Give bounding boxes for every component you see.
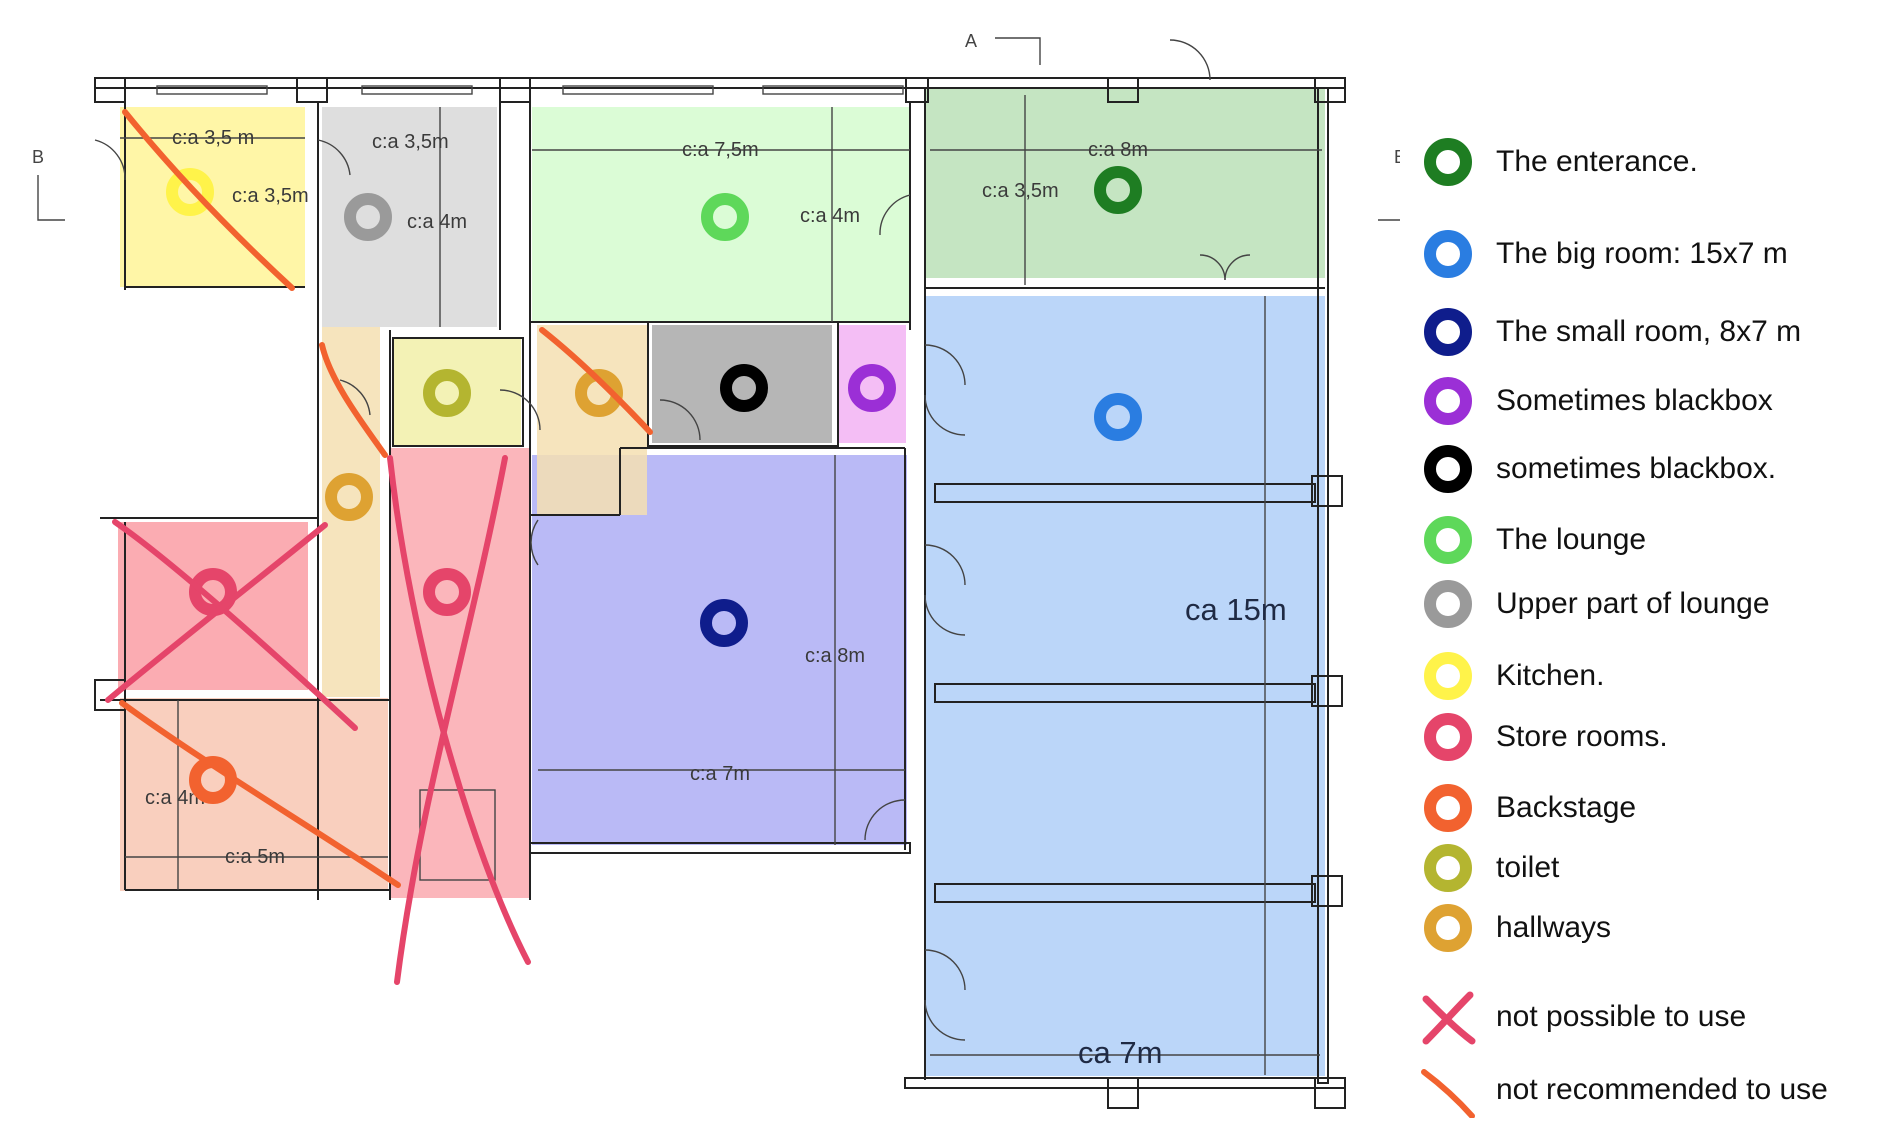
backstage-width-label: c:a 5m	[225, 846, 285, 868]
ring-icon	[1424, 713, 1472, 761]
legend-item: not possible to use	[1420, 989, 1746, 1045]
floor-plan: A B B c:a 3,5 m c:a 3,5m c:a 3,5m c:a 4m…	[32, 31, 1400, 1109]
big-room-width-label: ca 7m	[1078, 1035, 1162, 1070]
legend-item: hallways	[1420, 900, 1611, 956]
legend-item: Upper part of lounge	[1420, 576, 1770, 632]
doors	[94, 39, 1251, 1041]
legend-item: Store rooms.	[1420, 709, 1668, 765]
marker-store-room-corridor-icon	[423, 568, 471, 616]
ring-icon	[1424, 516, 1472, 564]
small-room-area	[532, 455, 907, 845]
legend-item: The lounge	[1420, 512, 1646, 568]
big-room-area	[925, 296, 1325, 1076]
ring-icon	[1424, 230, 1472, 278]
slash-icon	[1421, 1069, 1475, 1118]
walls	[94, 77, 1346, 1109]
cross-icon	[1422, 991, 1476, 1045]
marker-hallway-center-icon	[575, 369, 623, 417]
hallway-center-area	[537, 325, 647, 515]
kitchen-width-label: c:a 3,5 m	[172, 127, 254, 149]
small-room-width-label: c:a 7m	[690, 763, 750, 785]
lounge-height-label: c:a 4m	[800, 205, 860, 227]
entrance-area	[925, 88, 1325, 278]
ring-icon	[1424, 784, 1472, 832]
section-b-right-label: B	[1394, 147, 1400, 167]
upper-lounge-width-label: c:a 3,5m	[372, 131, 449, 153]
legend-item: Kitchen.	[1420, 648, 1604, 704]
dimension-lines	[120, 95, 1322, 1075]
legend-item: Backstage	[1420, 780, 1636, 836]
marker-store-room-left-icon	[189, 568, 237, 616]
marker-blackbox-black-icon	[720, 364, 768, 412]
big-room-height-label: ca 15m	[1185, 592, 1287, 627]
ring-icon	[1424, 844, 1472, 892]
ring-icon	[1424, 652, 1472, 700]
legend-item: The enterance.	[1420, 134, 1698, 190]
marker-hallway-left-icon	[325, 473, 373, 521]
lounge-area	[532, 107, 910, 322]
kitchen-height-label: c:a 3,5m	[232, 185, 309, 207]
ring-icon	[1424, 445, 1472, 493]
section-a-label: A	[965, 31, 977, 51]
small-room-height-label: c:a 8m	[805, 645, 865, 667]
blackbox-black-area	[652, 325, 832, 443]
upper-lounge-height-label: c:a 4m	[407, 211, 467, 233]
ring-icon	[1424, 138, 1472, 186]
legend-item: The big room: 15x7 m	[1420, 226, 1788, 282]
not-recommended-marks	[119, 109, 653, 888]
toilet-area	[393, 338, 521, 446]
ring-icon	[1424, 580, 1472, 628]
blackbox-purple-area	[838, 325, 906, 443]
backstage-height-label: c:a 4m	[145, 787, 205, 809]
entrance-height-label: c:a 3,5m	[982, 180, 1059, 202]
marker-lounge-icon	[701, 193, 749, 241]
legend-item: sometimes blackbox.	[1420, 441, 1776, 497]
lounge-width-label: c:a 7,5m	[682, 139, 759, 161]
marker-blackbox-purple-icon	[848, 364, 896, 412]
entrance-width-label: c:a 8m	[1088, 139, 1148, 161]
section-markers	[37, 37, 1400, 221]
not-possible-marks	[105, 455, 531, 985]
ring-icon	[1424, 308, 1472, 356]
legend-item: The small room, 8x7 m	[1420, 304, 1801, 360]
ring-icon	[1424, 377, 1472, 425]
legend-item: Sometimes blackbox	[1420, 373, 1773, 429]
marker-upper-lounge-icon	[344, 193, 392, 241]
marker-small-room-icon	[700, 599, 748, 647]
legend-item: toilet	[1420, 840, 1559, 896]
marker-kitchen-icon	[166, 168, 214, 216]
ring-icon	[1424, 904, 1472, 952]
marker-big-room-icon	[1094, 393, 1142, 441]
marker-toilet-icon	[423, 369, 471, 417]
section-b-left-label: B	[32, 147, 44, 167]
room-markers	[166, 166, 1142, 804]
legend-item: not recommended to use	[1420, 1062, 1828, 1118]
marker-entrance-icon	[1094, 166, 1142, 214]
